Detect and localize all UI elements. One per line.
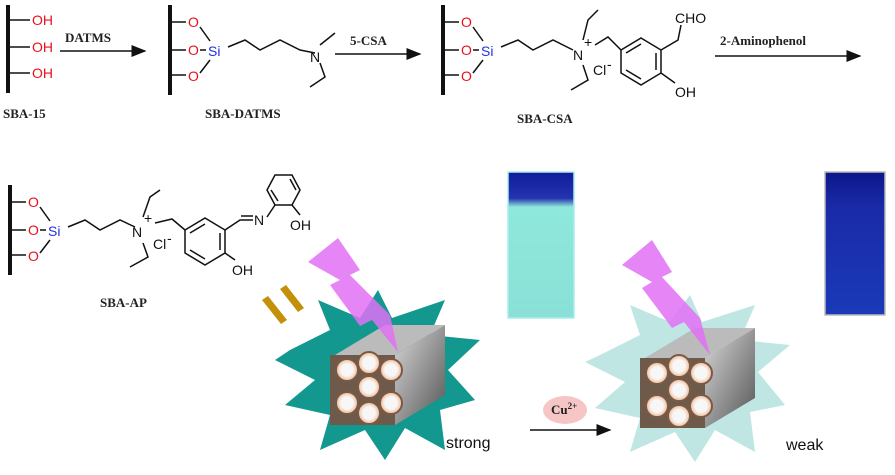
svg-text:Cl: Cl	[153, 236, 166, 252]
svg-text:OH: OH	[32, 39, 53, 55]
svg-text:Cl: Cl	[593, 62, 606, 78]
svg-text:-: -	[607, 56, 612, 72]
svg-text:N: N	[254, 212, 264, 228]
svg-text:OH: OH	[232, 262, 253, 278]
svg-text:OH: OH	[290, 217, 311, 233]
svg-text:2-Aminophenol: 2-Aminophenol	[720, 33, 806, 48]
sba-ap-structure: N + Cl - N OH OH SBA-AP	[8, 174, 311, 310]
svg-text:OH: OH	[32, 12, 53, 28]
svg-text:OH: OH	[675, 84, 696, 100]
weak-fluorescence-illustration: weak	[585, 171, 886, 462]
sba-csa-structure: N + Cl - CHO OH SBA-CSA	[441, 3, 706, 126]
svg-text:Cu2+: Cu2+	[551, 401, 577, 417]
svg-text:+: +	[144, 210, 152, 226]
svg-text:N: N	[132, 224, 142, 240]
arrow-datms: DATMS	[60, 30, 147, 57]
cu-addition-arrow: Cu2+	[530, 396, 612, 436]
label-sba-datms: SBA-DATMS	[205, 106, 281, 121]
svg-text:5-CSA: 5-CSA	[350, 33, 387, 48]
equivalence-sign	[262, 285, 304, 324]
svg-text:N: N	[573, 47, 583, 63]
svg-text:N: N	[310, 49, 320, 65]
label-sba-ap: SBA-AP	[100, 295, 147, 310]
strong-label: strong	[446, 435, 490, 452]
label-sba-csa: SBA-CSA	[517, 111, 573, 126]
arrow-2-aminophenol: 2-Aminophenol	[715, 33, 862, 62]
svg-text:-: -	[167, 230, 172, 246]
svg-text:CHO: CHO	[675, 10, 706, 26]
svg-text:+: +	[584, 34, 592, 50]
svg-text:DATMS: DATMS	[65, 30, 111, 45]
sba-15-structure: OH OH OH SBA-15	[3, 5, 53, 121]
cuvette-weak	[824, 171, 886, 316]
strong-fluorescence-illustration: strong	[275, 171, 575, 460]
uv-light-icon-2	[622, 240, 710, 355]
label-sba-15: SBA-15	[3, 106, 46, 121]
weak-label: weak	[785, 437, 824, 454]
sba-datms-structure: N SBA-DATMS	[168, 3, 336, 121]
uv-light-icon	[308, 238, 398, 352]
svg-text:OH: OH	[32, 65, 53, 81]
arrow-5-csa: 5-CSA	[335, 33, 422, 60]
cuvette-strong	[507, 171, 575, 319]
